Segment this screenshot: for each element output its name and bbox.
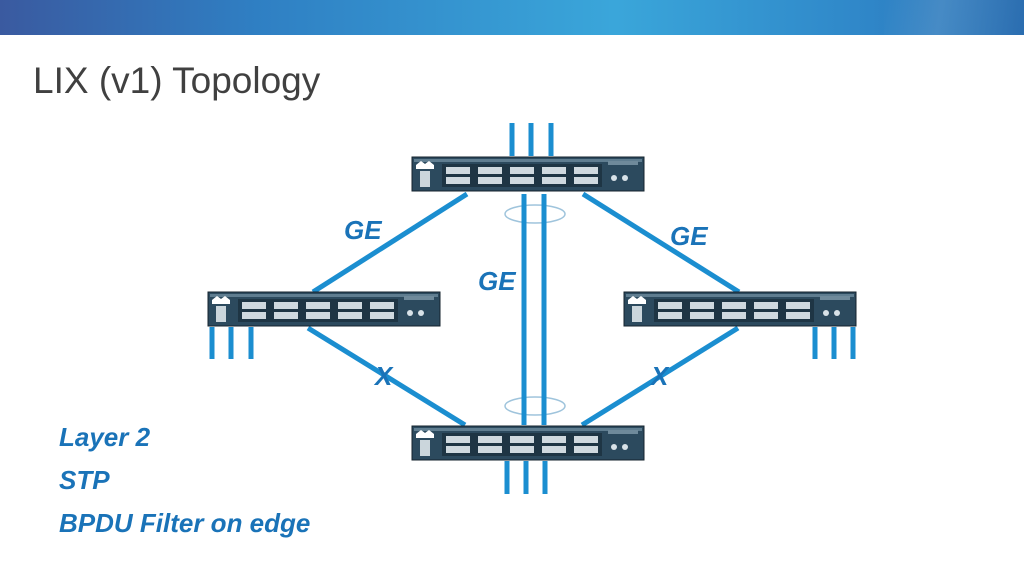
note-bpdu-filter: BPDU Filter on edge: [59, 508, 311, 538]
switch-right: [623, 291, 857, 327]
link-right-bottom: [580, 325, 740, 428]
label-right-bottom-link: X: [649, 361, 670, 391]
link-top-right: [581, 191, 741, 295]
label-center-link: GE: [478, 266, 516, 296]
edge-links-bottom: [504, 461, 548, 494]
switch-top: [411, 156, 645, 192]
notes-list: Layer 2 STP BPDU Filter on edge: [59, 421, 310, 550]
note-layer2: Layer 2: [59, 422, 151, 452]
switch-left: [207, 291, 441, 327]
switch-bottom: [411, 425, 645, 461]
edge-links-left: [209, 327, 254, 359]
link-left-bottom: [306, 325, 467, 428]
trunk-ring-bottom: [504, 396, 566, 416]
edge-links-right: [812, 327, 856, 359]
note-stp: STP: [59, 465, 110, 495]
header-bar: [0, 0, 1024, 35]
slide-title: LIX (v1) Topology: [33, 60, 321, 101]
label-left-bottom-link: X: [373, 361, 394, 391]
link-top-left: [311, 191, 469, 295]
trunk-ring-top: [504, 204, 566, 224]
label-top-right-link: GE: [670, 221, 708, 251]
edge-links-top: [509, 123, 554, 156]
label-top-left-link: GE: [344, 215, 382, 245]
